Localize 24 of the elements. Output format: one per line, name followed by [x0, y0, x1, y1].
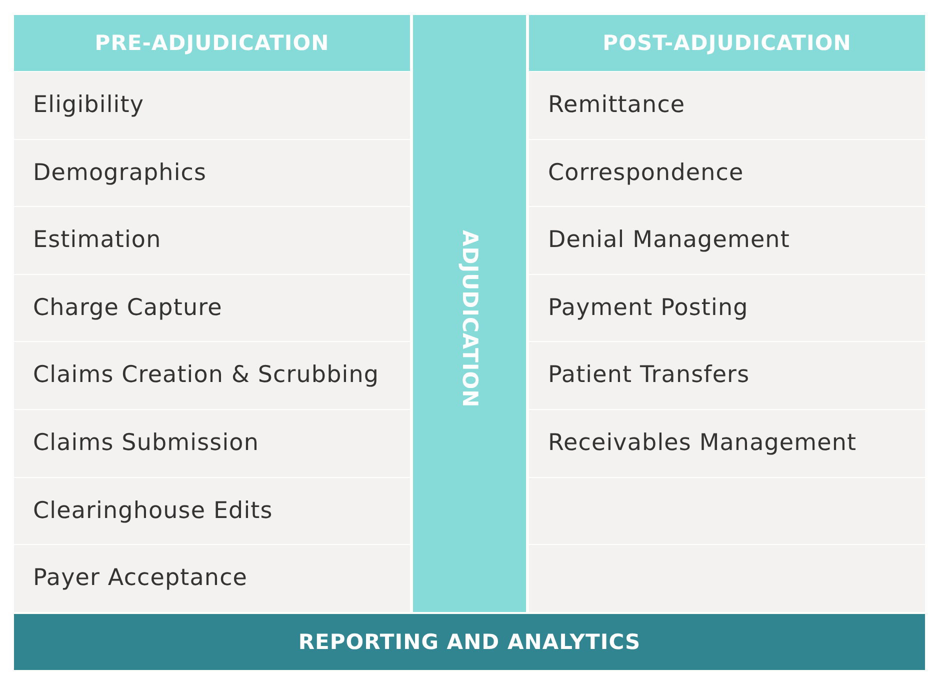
- list-row: [529, 72, 925, 139]
- column-header: [529, 15, 925, 71]
- footer-text: REPORTING AND ANALYTICS: [298, 628, 641, 656]
- center-column: [413, 15, 526, 612]
- list-row: [14, 72, 410, 139]
- column-header: [14, 15, 410, 71]
- row-text: Payment Posting: [548, 294, 748, 322]
- row-text: Patient Transfers: [548, 361, 750, 390]
- row-text: Eligibility: [33, 90, 144, 120]
- row-text: Receivables Management: [548, 428, 857, 458]
- row-text: Claims Submission: [33, 428, 259, 458]
- row-text: Remittance: [548, 90, 686, 120]
- row-text: Denial Management: [548, 226, 790, 255]
- row-text: Payer Acceptance: [33, 564, 248, 593]
- row-text: Demographics: [33, 158, 207, 188]
- header-text: POST-ADJUDICATION: [602, 30, 852, 56]
- row-text: Charge Capture: [33, 294, 222, 322]
- row-text: Clearinghouse Edits: [33, 496, 273, 526]
- row-text: Estimation: [33, 226, 162, 255]
- header-text: PRE-ADJUDICATION: [94, 30, 330, 56]
- row-text: Correspondence: [548, 158, 744, 188]
- footer-bar: [14, 614, 925, 670]
- column-label: ADJUDICATION: [459, 230, 480, 408]
- row-text: Claims Creation & Scrubbing: [33, 361, 380, 390]
